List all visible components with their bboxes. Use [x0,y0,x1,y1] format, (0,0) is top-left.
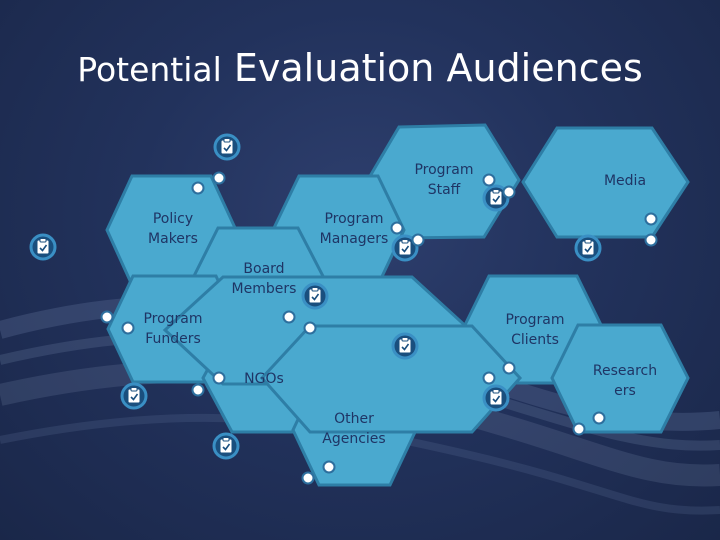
connector-dot [502,185,516,199]
label-program-clients: Program Clients [505,312,565,348]
connector-dot [644,212,658,226]
connector-dot [572,422,586,436]
label-policy-makers: Policy Makers [148,211,198,247]
connector-dot [100,310,114,324]
label-program-managers: Program Managers [319,211,389,247]
connector-dot [121,321,135,335]
hexagon-center-lower [259,324,523,434]
title-part-2: Evaluation Audiences [233,46,643,90]
connector-dot [212,171,226,185]
page-title: Potential Evaluation Audiences [0,44,720,94]
connector-dot [644,233,658,247]
clipboard-icon [301,282,329,310]
connector-dot [191,181,205,195]
connector-dot [301,471,315,485]
connector-dot [502,361,516,375]
hexagon-researchers [550,323,690,434]
connector-dot [212,371,226,385]
connector-dot [303,321,317,335]
label-program-staff: Program Staff [414,162,474,198]
label-ngos: NGOs [244,371,284,387]
label-program-funders: Program Funders [143,311,203,347]
clipboard-icon [120,382,148,410]
clipboard-icon [212,432,240,460]
connector-dot [322,460,336,474]
title-part-1: Potential [77,50,222,89]
connector-dot [482,173,496,187]
connector-dot [282,310,296,324]
connector-dot [482,371,496,385]
clipboard-icon [29,233,57,261]
connector-dot [592,411,606,425]
clipboard-icon [574,234,602,262]
clipboard-icon [391,332,419,360]
connector-dot [411,233,425,247]
label-researchers: Research ers [592,363,658,399]
clipboard-icon [213,133,241,161]
label-board-members: Board Members [231,261,297,297]
label-other-agencies: Other Agencies [322,411,386,447]
connector-dot [191,383,205,397]
clipboard-icon [482,384,510,412]
label-media: Media [603,173,647,189]
